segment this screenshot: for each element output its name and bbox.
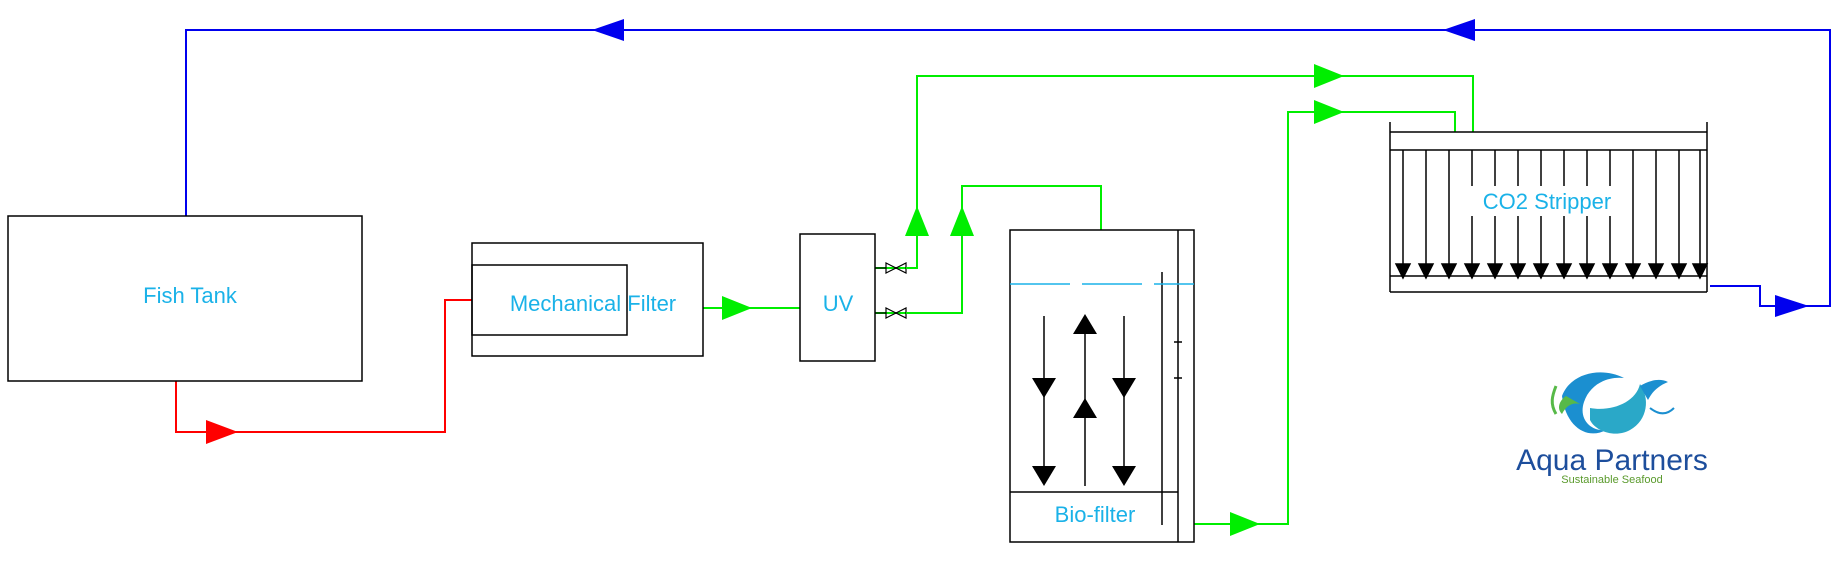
- arrow-down-icon: [1032, 466, 1056, 486]
- fish-tank-label: Fish Tank: [143, 283, 238, 308]
- arrow-up-icon: [1073, 398, 1097, 418]
- bio-filter-flow-arrows: [1032, 314, 1136, 486]
- uv-unit: UV: [799, 233, 876, 362]
- return-flow-line: [185, 29, 1831, 307]
- co2-stripper-drip-arrows: [1394, 150, 1709, 280]
- waste-flow-arrow: [206, 420, 238, 444]
- co2-stripper-label: CO2 Stripper: [1483, 189, 1611, 214]
- fish-logo-icon: [1550, 372, 1675, 434]
- treated-flow-lines: [703, 75, 1474, 525]
- return-flow-arrow-top-left: [592, 19, 624, 41]
- treated-flow-arrow-bio-out: [1230, 512, 1260, 536]
- arrow-down-icon: [1032, 378, 1056, 398]
- arrow-down-icon: [1112, 378, 1136, 398]
- logo-name: Aqua Partners: [1516, 444, 1708, 477]
- mechanical-filter-label: Mechanical Filter: [510, 291, 676, 316]
- bio-filter: [1009, 229, 1195, 543]
- return-flow-arrow-right: [1775, 295, 1809, 317]
- treated-flow-arrow-top: [1314, 64, 1344, 88]
- mechanical-filter: Mechanical Filter: [471, 242, 704, 357]
- return-flow-arrow-top-right: [1443, 19, 1475, 41]
- fish-tank: Fish Tank: [7, 215, 363, 382]
- arrow-up-icon: [1073, 314, 1097, 334]
- treated-flow-arrow-mid: [1314, 100, 1344, 124]
- uv-label: UV: [823, 291, 854, 316]
- treated-flow-arrow-up-2: [950, 206, 974, 236]
- bio-filter-label: Bio-filter: [1055, 502, 1136, 527]
- aqua-partners-logo: Aqua Partners Sustainable Seafood: [1516, 372, 1708, 486]
- treated-flow-arrow-mech: [722, 296, 752, 320]
- waste-flow-line: [175, 299, 472, 433]
- arrow-down-icon: [1112, 466, 1136, 486]
- logo-tagline: Sustainable Seafood: [1561, 474, 1663, 486]
- treated-flow-arrow-up-1: [905, 206, 929, 236]
